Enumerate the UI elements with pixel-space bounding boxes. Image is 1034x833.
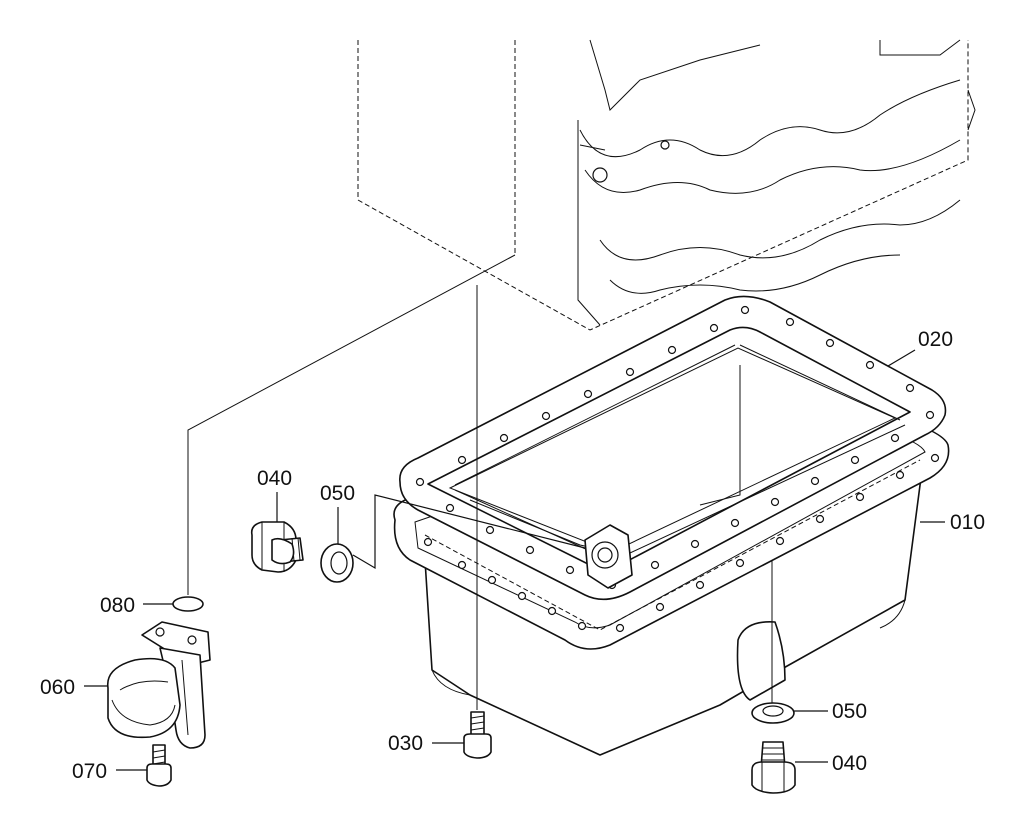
label-040-right: 040 bbox=[832, 752, 867, 775]
washer-right bbox=[751, 702, 795, 724]
callout-010: 010 bbox=[950, 511, 985, 534]
label-080: 080 bbox=[100, 594, 135, 617]
drain-boss bbox=[584, 524, 633, 589]
washer-left bbox=[320, 543, 354, 583]
gasket-bolt-holes bbox=[415, 305, 935, 590]
strainer-bolt bbox=[146, 744, 172, 787]
callout-040-left: 040 bbox=[257, 467, 292, 522]
drain-plug-left bbox=[250, 521, 304, 573]
callout-020: 020 bbox=[918, 328, 953, 351]
callout-050-left: 050 bbox=[320, 482, 355, 544]
label-050-right: 050 bbox=[832, 700, 867, 723]
oil-pan-gasket bbox=[399, 295, 947, 601]
callout-050-right: 050 bbox=[794, 700, 867, 723]
callout-080: 080 bbox=[100, 594, 173, 617]
label-060: 060 bbox=[40, 676, 75, 699]
callout-030: 030 bbox=[388, 732, 464, 755]
label-020: 020 bbox=[918, 328, 953, 351]
oil-strainer bbox=[106, 621, 211, 749]
o-ring bbox=[172, 596, 204, 612]
label-030: 030 bbox=[388, 732, 423, 755]
pan-bolt bbox=[463, 711, 492, 759]
callout-040-right: 040 bbox=[795, 752, 867, 775]
label-050-left: 050 bbox=[320, 482, 355, 505]
label-040-left: 040 bbox=[257, 467, 292, 490]
callout-060: 060 bbox=[40, 676, 108, 699]
label-010: 010 bbox=[950, 511, 985, 534]
assembly-lines bbox=[187, 254, 945, 710]
engine-block-outline bbox=[357, 39, 976, 331]
callout-070: 070 bbox=[72, 760, 147, 783]
drain-plug-right bbox=[751, 741, 796, 794]
label-070: 070 bbox=[72, 760, 107, 783]
pan-flange-bolt-holes bbox=[423, 453, 940, 633]
